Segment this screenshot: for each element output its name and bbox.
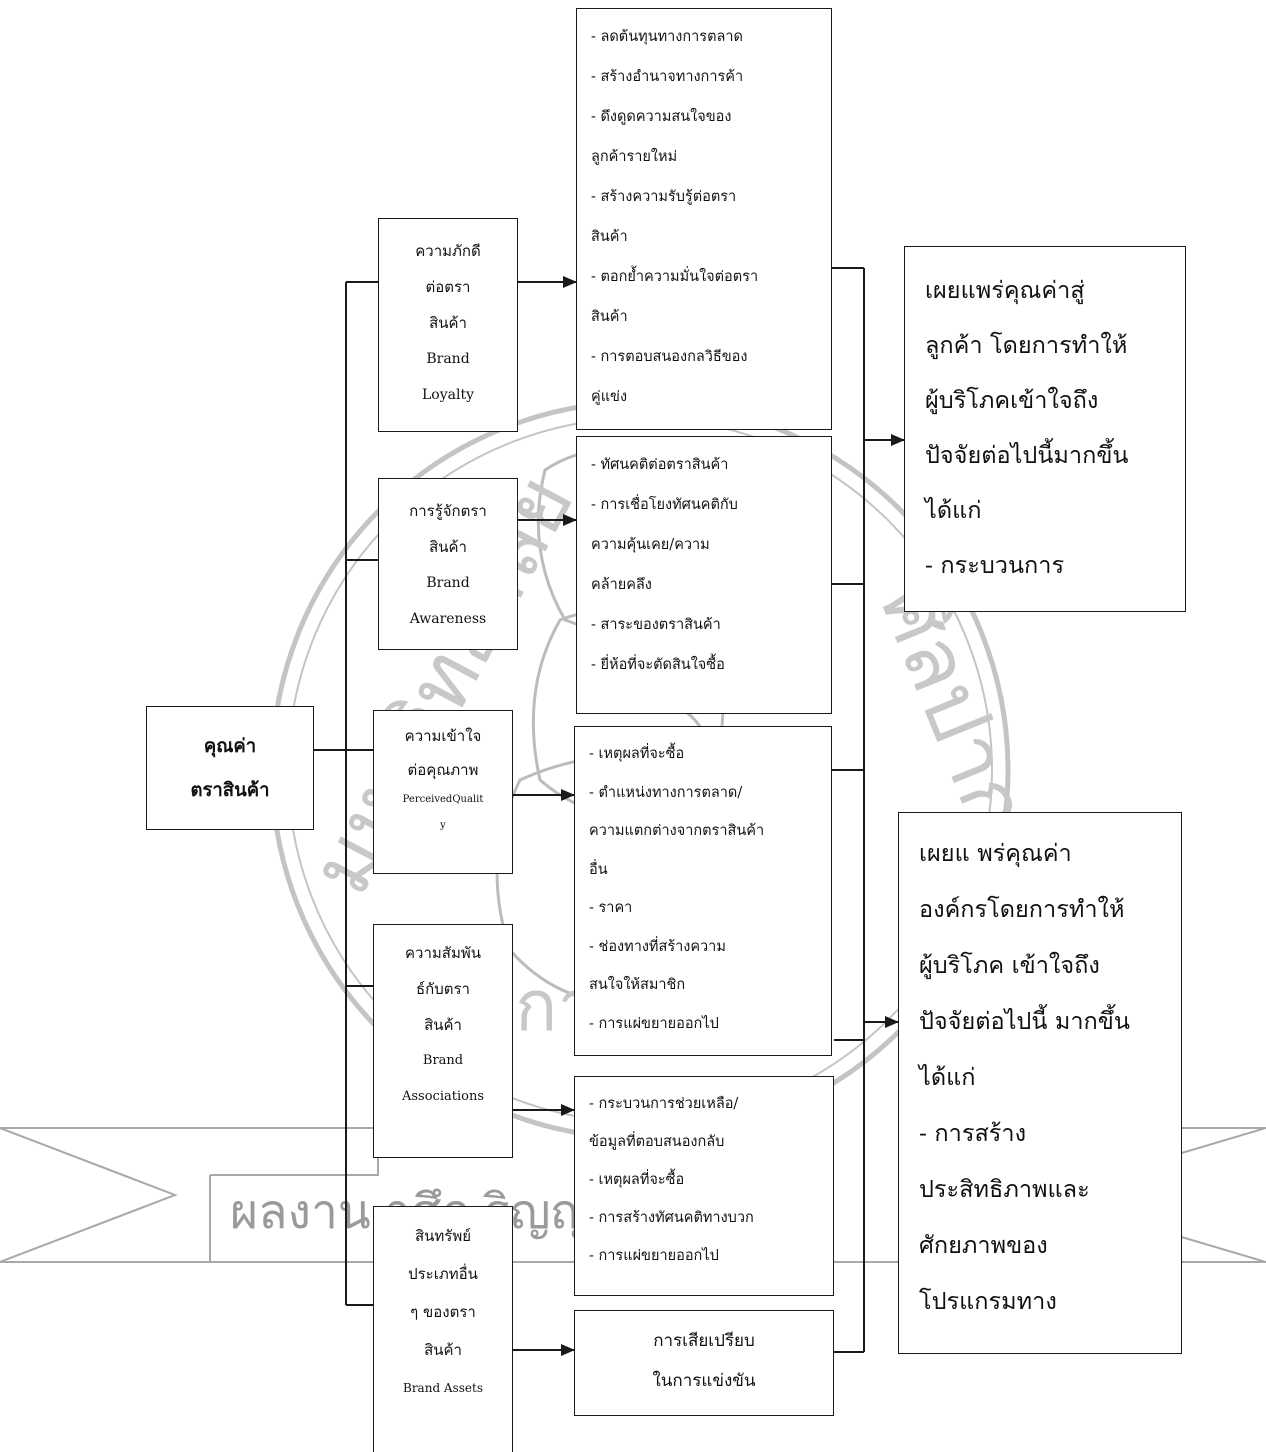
result-line: - กระบวนการ <box>925 551 1065 579</box>
category-label: การรู้จักตรา <box>409 502 487 520</box>
detail-line: - ยี่ห้อที่จะตัดสินใจซื้อ <box>591 657 725 673</box>
detail-line: - ตอกย้ำความมั่นใจต่อตรา <box>591 269 759 285</box>
root-line-2: ตราสินค้า <box>190 780 270 801</box>
detail-line: - กระบวนการช่วยเหลือ/ <box>589 1096 739 1112</box>
category-label: ความภักดี <box>415 242 481 260</box>
category-en-label: Brand <box>426 351 470 367</box>
details-box-assets: การเสียเปรียบ ในการแข่งขัน <box>574 1310 834 1416</box>
detail-line: ข้อมูลที่ตอบสนองกลับ <box>589 1134 725 1150</box>
detail-line: - สร้างอำนาจทางการค้า <box>591 69 744 85</box>
detail-line: - เหตุผลที่จะซื้อ <box>589 746 685 762</box>
category-box-perceived-quality: ความเข้าใจ ต่อคุณภาพ PerceivedQualit y <box>373 710 513 874</box>
detail-line: สินค้า <box>591 309 628 325</box>
category-en-label: Brand <box>426 575 470 591</box>
result-line: เผยแ พร่คุณค่า <box>919 839 1072 867</box>
detail-line: - การเชื่อโยงทัศนคติกับ <box>591 497 738 513</box>
category-en-label: Awareness <box>409 611 487 627</box>
root-box-brand-equity: คุณค่า ตราสินค้า <box>146 706 314 830</box>
result-line: ผู้บริโภค เข้าใจถึง <box>919 951 1100 979</box>
category-label: ความสัมพัน <box>405 944 481 962</box>
details-box-perceived-quality: - เหตุผลที่จะซื้อ - ตำแหน่งทางการตลาด/ ค… <box>574 726 832 1056</box>
category-label: ธ์กับตรา <box>416 980 470 998</box>
result-line: ปัจจัยต่อไปนี้ มากขึ้น <box>919 1007 1130 1035</box>
detail-line: - การแผ่ขยายออกไป <box>589 1015 719 1032</box>
category-label: สินค้า <box>429 538 467 556</box>
result-line: ศักยภาพของ <box>919 1231 1048 1259</box>
detail-line: อื่น <box>589 861 608 878</box>
detail-line: คู่แข่ง <box>591 389 628 405</box>
detail-line: - สร้างความรับรู้ต่อตรา <box>591 189 737 205</box>
detail-line: สินค้า <box>591 229 628 245</box>
detail-line: การเสียเปรียบ <box>653 1331 755 1351</box>
result-line: ได้แก่ <box>919 1063 976 1091</box>
category-box-awareness: การรู้จักตรา สินค้า Brand Awareness <box>378 478 518 650</box>
category-en-label: Brand <box>422 1053 464 1068</box>
detail-line: ความคุ้นเคย/ความ <box>591 537 710 553</box>
result-line: ปัจจัยต่อไปนี้มากขึ้น <box>925 441 1129 469</box>
result-line: - การสร้าง <box>919 1119 1027 1147</box>
detail-line: ความแตกต่างจากตราสินค้า <box>589 823 765 839</box>
details-box-associations: - กระบวนการช่วยเหลือ/ ข้อมูลที่ตอบสนองกล… <box>574 1076 834 1296</box>
result-line: ผู้บริโภคเข้าใจถึง <box>925 386 1099 414</box>
detail-line: - ลดต้นทุนทางการตลาด <box>591 29 743 45</box>
category-label: ประเภทอื่น <box>408 1265 478 1283</box>
result-line: องค์กรโดยการทำให้ <box>919 895 1125 923</box>
detail-line: - การแผ่ขยายออกไป <box>589 1248 719 1264</box>
result-line: เผยแพร่คุณค่าสู่ <box>925 276 1085 304</box>
detail-line: คล้ายคลึง <box>591 577 652 593</box>
detail-line: - ทัศนคติต่อตราสินค้า <box>591 457 729 473</box>
detail-line: - สาระของตราสินค้า <box>591 617 721 633</box>
result-line: ได้แก่ <box>925 496 982 524</box>
category-box-associations: ความสัมพัน ธ์กับตรา สินค้า Brand Associa… <box>373 924 513 1158</box>
detail-line: - ช่องทางที่สร้างความ <box>589 938 726 955</box>
category-en-label: PerceivedQualit <box>402 794 484 805</box>
detail-line: - ดึงดูดความสนใจของ <box>591 109 732 125</box>
result-line: ประสิทธิภาพและ <box>919 1175 1090 1203</box>
detail-line: - การตอบสนองกลวิธีของ <box>591 349 748 365</box>
category-label: สินค้า <box>429 314 467 332</box>
detail-line: ในการแข่งขัน <box>652 1371 756 1391</box>
category-box-loyalty: ความภักดี ต่อตรา สินค้า Brand Loyalty <box>378 218 518 432</box>
category-en-label: y <box>440 820 446 831</box>
category-label: สินค้า <box>424 1016 462 1034</box>
category-en-label: Associations <box>402 1089 484 1104</box>
category-en-label: Brand Assets <box>403 1381 483 1395</box>
detail-line: สนใจให้สมาชิก <box>589 977 686 993</box>
category-label: ความเข้าใจ <box>404 727 482 745</box>
result-line: โปรแกรมทาง <box>919 1287 1057 1315</box>
detail-line: - การสร้างทัศนคติทางบวก <box>589 1210 754 1226</box>
category-label: ต่อตรา <box>425 278 471 296</box>
root-line-1: คุณค่า <box>203 736 257 757</box>
category-label: ต่อคุณภาพ <box>407 761 479 779</box>
detail-line: - เหตุผลที่จะซื้อ <box>589 1172 685 1188</box>
details-box-loyalty: - ลดต้นทุนทางการตลาด - สร้างอำนาจทางการค… <box>576 8 832 430</box>
detail-line: ลูกค้ารายใหม่ <box>591 149 678 165</box>
detail-line: - ตำแหน่งทางการตลาด/ <box>589 784 743 801</box>
result-line: ลูกค้า โดยการทำให้ <box>925 331 1128 359</box>
category-label: สินค้า <box>424 1341 462 1359</box>
result-box-customer-value: เผยแพร่คุณค่าสู่ ลูกค้า โดยการทำให้ ผู้บ… <box>904 246 1186 612</box>
details-box-awareness: - ทัศนคติต่อตราสินค้า - การเชื่อโยงทัศนค… <box>576 436 832 714</box>
category-label: ๆ ของตรา <box>410 1303 476 1321</box>
result-box-organization-value: เผยแ พร่คุณค่า องค์กรโดยการทำให้ ผู้บริโ… <box>898 812 1182 1354</box>
category-box-assets: สินทรัพย์ ประเภทอื่น ๆ ของตรา สินค้า Bra… <box>373 1206 513 1452</box>
detail-line: - ราคา <box>589 900 633 916</box>
category-label: สินทรัพย์ <box>414 1227 472 1245</box>
category-en-label: Loyalty <box>422 387 474 403</box>
